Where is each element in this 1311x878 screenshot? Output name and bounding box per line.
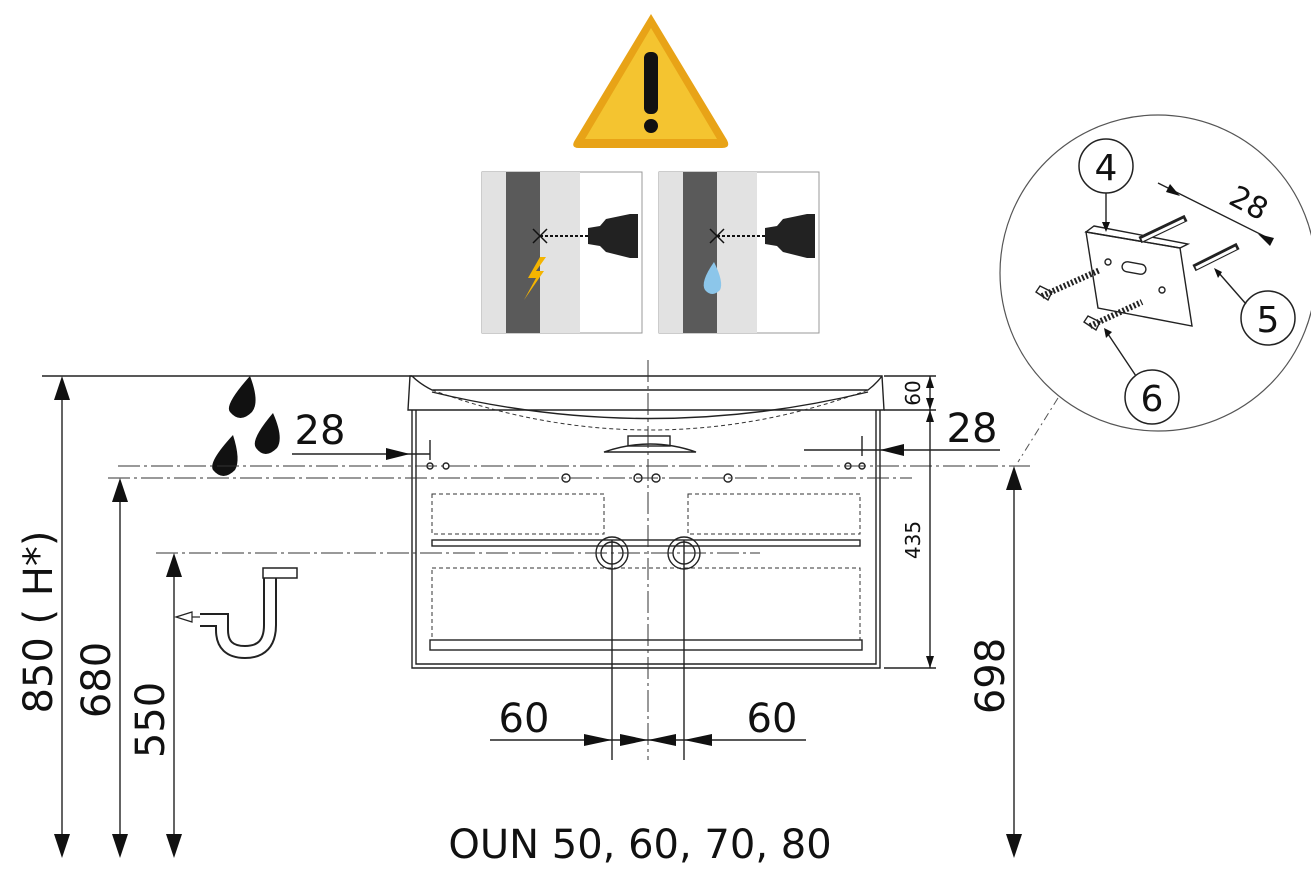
dim-right-offset: 28 — [947, 406, 998, 452]
detail-part-4: 4 — [1095, 148, 1118, 189]
dim-pipe-right: 60 — [747, 696, 798, 742]
dim-bracket-height: 698 — [968, 638, 1014, 714]
basin-cabinet — [407, 375, 885, 669]
warning-icon — [573, 14, 729, 148]
model-label: OUN 50, 60, 70, 80 — [448, 822, 831, 868]
siphon-icon — [173, 567, 298, 660]
dim-outlet-height: 680 — [74, 642, 120, 718]
dim-pipe-left: 60 — [499, 696, 550, 742]
bracket-detail — [999, 114, 1311, 463]
drill-electric-icon — [481, 171, 643, 334]
dim-siphon-height: 550 — [128, 682, 174, 758]
dim-top-rim: 60 — [901, 380, 925, 405]
drill-water-icon — [658, 171, 820, 334]
detail-part-5: 5 — [1257, 300, 1280, 341]
center-lines — [108, 360, 1030, 760]
detail-part-6: 6 — [1141, 379, 1164, 420]
dim-cabinet-depth: 435 — [901, 521, 925, 559]
dim-total-height: 850 ( H*) — [16, 530, 62, 713]
dim-left-offset: 28 — [295, 408, 346, 454]
dimension-lines — [42, 375, 1022, 858]
water-drops-icon — [212, 376, 280, 476]
